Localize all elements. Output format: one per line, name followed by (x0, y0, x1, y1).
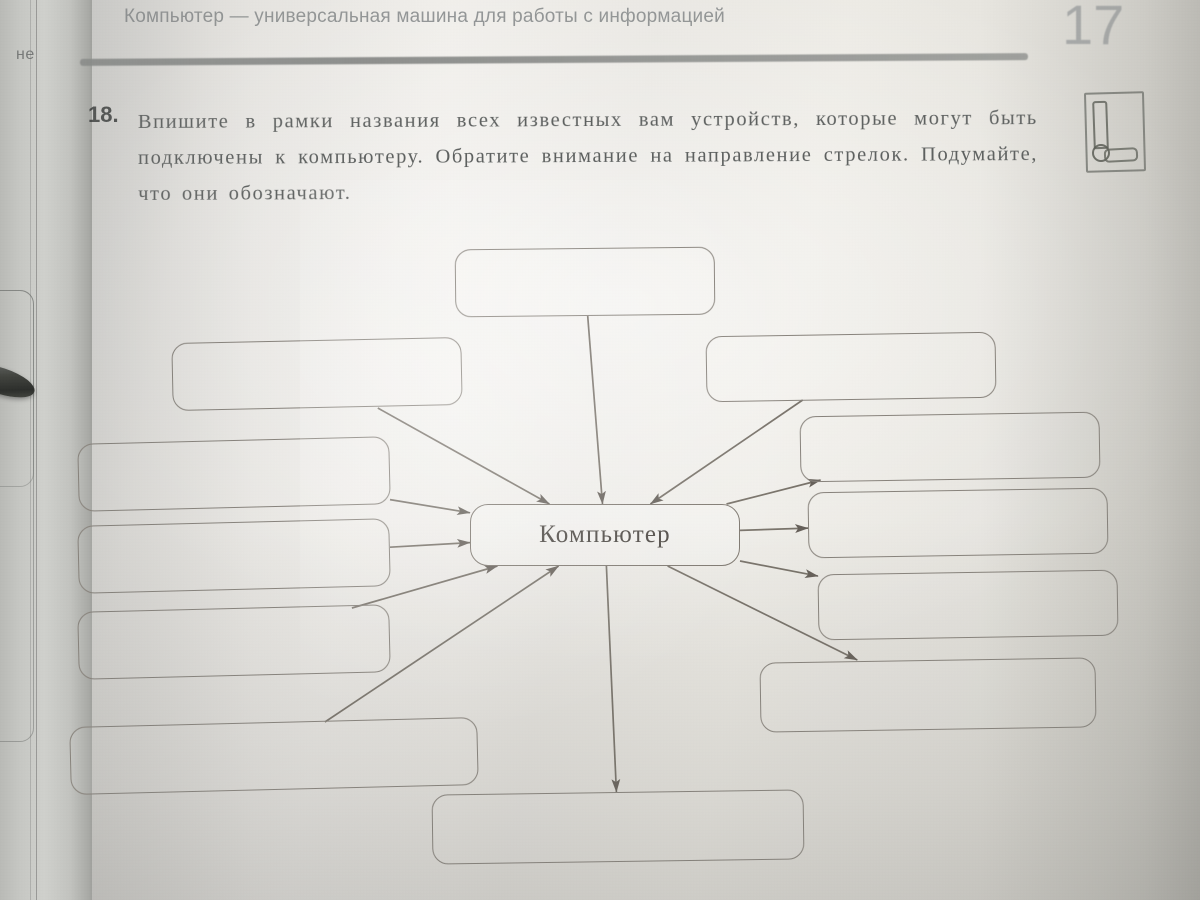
box-right-2-label (809, 489, 1108, 558)
box-right-2[interactable] (807, 487, 1109, 559)
box-left-2-label (78, 519, 390, 593)
task-text: Впишите в рамки названия всех известных … (137, 107, 1039, 205)
box-top[interactable] (454, 246, 716, 318)
box-top-label (456, 248, 715, 317)
center-node-label: Компьютер (539, 521, 671, 548)
box-left-2[interactable] (77, 518, 391, 594)
pencil-body-icon (1092, 100, 1109, 150)
page-surface (92, 0, 1200, 900)
adjacent-page-strip (0, 0, 92, 900)
box-bottom-label (433, 790, 804, 863)
box-right-3[interactable] (817, 569, 1119, 641)
box-left-3-label (78, 605, 390, 679)
pencil-secondary-icon (1103, 147, 1139, 163)
page-gutter-line (36, 0, 37, 900)
box-right-4-label (760, 658, 1095, 731)
box-right-4[interactable] (759, 657, 1097, 733)
page-gutter-line-secondary (30, 0, 31, 900)
box-left-3[interactable] (77, 604, 391, 680)
box-right-1[interactable] (799, 411, 1101, 483)
box-top-left[interactable] (171, 336, 463, 412)
box-left-4[interactable] (69, 717, 479, 795)
box-top-right[interactable] (705, 331, 997, 403)
box-right-1-label (801, 413, 1100, 482)
box-left-1-label (78, 437, 390, 511)
center-node-computer[interactable]: Компьютер (470, 504, 740, 566)
adjacent-page-box-outline (0, 290, 34, 742)
adjacent-page-text-fragment: не (16, 46, 35, 63)
box-top-left-label (172, 338, 461, 410)
task-number: 18. (88, 102, 119, 127)
pencil-tip-icon (1092, 144, 1110, 162)
box-left-1[interactable] (77, 436, 391, 512)
box-bottom[interactable] (431, 789, 805, 865)
box-right-3-label (819, 571, 1118, 640)
page-number: 17 (1062, 0, 1125, 56)
box-left-4-label (70, 718, 477, 794)
running-head: Компьютер — универсальная машина для раб… (124, 6, 725, 27)
box-top-right-label (707, 333, 996, 402)
